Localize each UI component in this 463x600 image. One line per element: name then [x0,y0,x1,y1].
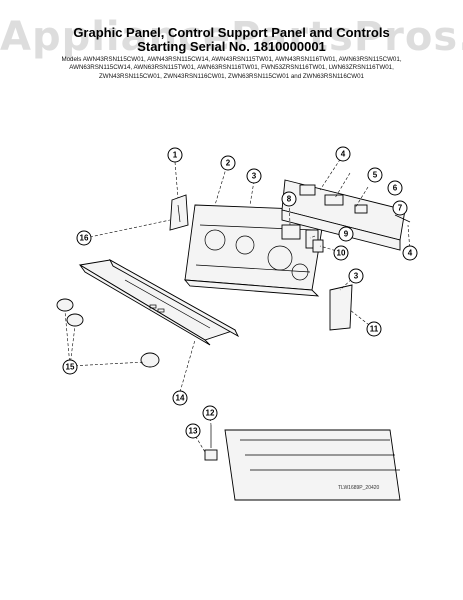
bracket-part [169,194,189,231]
callout-label: 16 [80,234,89,243]
callout-label: 14 [176,394,185,403]
callout-label: 13 [189,427,198,436]
callout-7: 7 [392,200,408,216]
callout-label: 7 [398,204,403,213]
callout-label: 3 [354,272,359,281]
callout-13: 13 [185,423,201,439]
model-list-line: ZWN43RSN115CW01, ZWN43RSN116CW01, ZWN63R… [99,72,364,80]
leader-lines [64,154,411,453]
callout-1: 1 [167,147,183,163]
callout-label: 1 [173,151,178,160]
model-list: Models AWN43RSN115CW01, AWN43RSN115CW14,… [20,56,443,81]
callout-label: 12 [206,409,215,418]
callout-14: 14 [172,390,188,406]
callout-10: 10 [333,245,349,261]
callout-4-secondary: 4 [402,245,418,261]
lower-cabinet [204,425,401,501]
callout-label: 6 [393,184,398,193]
model-list-line: Models AWN43RSN115CW01, AWN43RSN115CW14,… [61,56,402,63]
callout-label: 2 [226,159,231,168]
callout-label: 11 [370,325,379,334]
callout-15: 15 [62,359,78,375]
callout-label: 9 [344,230,349,239]
callout-label: 8 [287,195,292,204]
callout-label: 10 [337,249,346,258]
figure-code: TLW1689P_20420 [338,485,380,491]
end-cap [329,284,353,331]
callout-label: 4 [408,249,413,258]
callout-9: 9 [338,226,354,242]
callout-label: 4 [341,150,346,159]
model-list-line: AWN63RSN115CW14, AWN63RSN115TW01, AWN63R… [69,64,394,72]
switch-parts [281,224,324,253]
callout-3-secondary: 3 [348,268,364,284]
callout-4: 4 [335,146,351,162]
watermark: AppliancePartsPros.com [0,14,463,60]
callout-16: 16 [76,230,92,246]
callout-3: 3 [246,168,262,184]
callout-11: 11 [366,321,382,337]
callout-label: 5 [373,171,378,180]
graphic-panel [78,258,240,346]
knobs [56,298,160,368]
callout-5: 5 [367,167,383,183]
callout-label: 3 [252,172,257,181]
callout-12: 12 [202,405,218,421]
callout-label: 15 [66,363,75,372]
diagram-title: Graphic Panel, Control Support Panel and… [73,25,390,40]
callout-6: 6 [387,180,403,196]
diagram-subtitle: Starting Serial No. 1810000001 [137,39,326,54]
callout-2: 2 [220,155,236,171]
callout-8: 8 [281,191,297,207]
